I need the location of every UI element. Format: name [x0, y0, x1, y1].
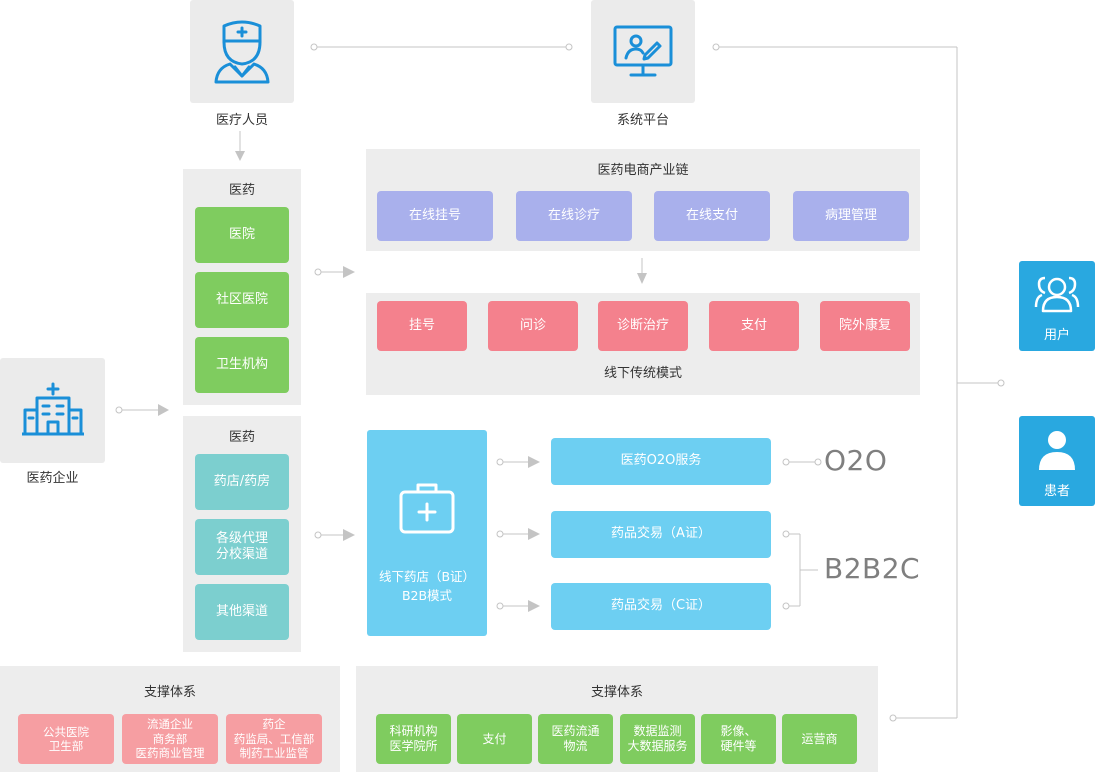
user-label: 用户 — [1043, 328, 1070, 343]
health-institution-box: 卫生机构 — [195, 337, 289, 393]
medical-staff-card — [190, 0, 294, 103]
b2b2c-model-label: B2B2C — [824, 552, 921, 585]
enterprise-card — [0, 358, 105, 463]
hospital-box: 医院 — [195, 207, 289, 263]
public-hospital-box: 公共医院 卫生部 — [18, 714, 114, 764]
ecommerce-panel: 医药电商产业链 在线挂号 在线诊疗 在线支付 病理管理 — [366, 149, 920, 251]
support-panel-left: 支撑体系 公共医院 卫生部 流通企业 商务部 医药商业管理 药企 药监局、工信部… — [0, 666, 340, 772]
monitor-icon — [613, 25, 673, 77]
online-payment-box: 在线支付 — [654, 191, 770, 241]
pharma-panel-title: 医药 — [228, 183, 255, 198]
medical-staff-label: 医疗人员 — [215, 113, 268, 128]
pharma-enterprise-box: 药企 药监局、工信部 制药工业监管 — [226, 714, 322, 764]
offline-pharmacy-card: 线下药店（B证） B2B模式 — [367, 430, 487, 636]
enterprise-label: 医药企业 — [26, 471, 79, 486]
community-hospital-box: 社区医院 — [195, 272, 289, 328]
logistics-box: 医药流通 物流 — [538, 714, 613, 764]
pharma-panel-bottom: 医药 药店/药房 各级代理 分校渠道 其他渠道 — [183, 416, 301, 652]
agency-channel-box: 各级代理 分校渠道 — [195, 519, 289, 575]
pathology-management-box: 病理管理 — [793, 191, 909, 241]
offline-title: 线下传统模式 — [603, 366, 682, 381]
other-channel-box: 其他渠道 — [195, 584, 289, 640]
pharma-panel-top: 医药 医院 社区医院 卫生机构 — [183, 169, 301, 405]
online-consultation-box: 在线诊疗 — [516, 191, 632, 241]
consultation-box: 问诊 — [488, 301, 578, 351]
payment-support-box: 支付 — [457, 714, 532, 764]
drug-trade-c-box: 药品交易（C证） — [551, 583, 771, 630]
patient-label: 患者 — [1043, 484, 1070, 499]
pharmacy-box: 药店/药房 — [195, 454, 289, 510]
drug-trade-a-box: 药品交易（A证） — [551, 511, 771, 558]
ecommerce-title: 医药电商产业链 — [597, 163, 689, 178]
platform-label: 系统平台 — [616, 113, 669, 128]
online-registration-box: 在线挂号 — [377, 191, 493, 241]
support-title: 支撑体系 — [590, 685, 643, 700]
building-icon — [22, 382, 84, 436]
payment-box: 支付 — [709, 301, 799, 351]
offline-panel: 挂号 问诊 诊断治疗 支付 院外康复 线下传统模式 — [366, 293, 920, 395]
o2o-model-label: O2O — [824, 444, 888, 477]
research-institution-box: 科研机构 医学院所 — [376, 714, 451, 764]
operator-box: 运营商 — [782, 714, 857, 764]
patient-card: 患者 — [1019, 416, 1095, 506]
registration-box: 挂号 — [377, 301, 467, 351]
medical-kit-icon — [399, 483, 455, 534]
big-data-box: 数据监测 大数据服务 — [620, 714, 695, 764]
doctor-icon — [214, 20, 270, 84]
offline-pharmacy-label: 线下药店（B证） B2B模式 — [378, 569, 476, 603]
users-icon — [1034, 276, 1080, 313]
user-icon — [1039, 431, 1075, 470]
platform-card — [591, 0, 695, 103]
user-card: 用户 — [1019, 261, 1095, 351]
o2o-service-box: 医药O2O服务 — [551, 438, 771, 485]
rehabilitation-box: 院外康复 — [820, 301, 910, 351]
imaging-hardware-box: 影像、 硬件等 — [701, 714, 776, 764]
diagnosis-treatment-box: 诊断治疗 — [598, 301, 688, 351]
support-title: 支撑体系 — [143, 685, 196, 700]
distribution-enterprise-box: 流通企业 商务部 医药商业管理 — [122, 714, 218, 764]
pharma-panel-title: 医药 — [228, 430, 255, 445]
support-panel-right: 支撑体系 科研机构 医学院所 支付 医药流通 物流 数据监测 大数据服务 影像、… — [356, 666, 878, 772]
